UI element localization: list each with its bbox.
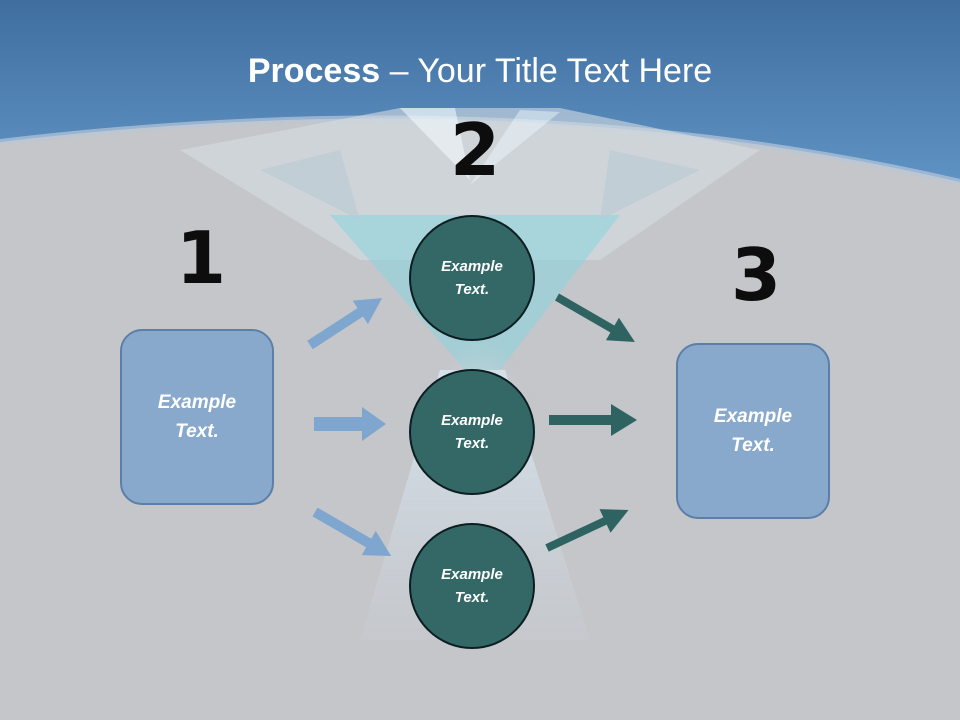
right-box: Example Text. <box>676 343 830 519</box>
circle-top-text: Example Text. <box>441 258 503 298</box>
arrow-right-mid <box>549 404 637 436</box>
circle-middle-text: Example Text. <box>441 412 503 452</box>
left-box-text: Example Text. <box>157 392 237 442</box>
circle-middle: Example Text. <box>409 369 535 495</box>
diamond-crown <box>180 108 760 260</box>
step-number-2: 2 <box>450 108 501 192</box>
arrow-right-up <box>545 509 629 552</box>
arrows-left <box>307 298 392 556</box>
arrow-left-down <box>312 507 392 556</box>
arrow-left-up <box>307 298 383 350</box>
circle-top: Example Text. <box>409 215 535 341</box>
slide-title: Process – Your Title Text Here <box>0 52 960 91</box>
arrows-right <box>545 293 637 552</box>
diamond-facet-d <box>600 150 700 220</box>
diamond-facet-a <box>400 108 470 180</box>
circle-bottom: Example Text. <box>409 523 535 649</box>
circle-bottom-text: Example Text. <box>441 566 503 606</box>
arrow-right-down <box>555 293 635 342</box>
title-bold: Process <box>247 52 381 90</box>
diamond-facet-b <box>470 110 560 185</box>
step-number-1: 1 <box>176 216 227 300</box>
step-number-3: 3 <box>731 233 782 317</box>
title-rest: – Your Title Text Here <box>380 52 713 90</box>
left-box: Example Text. <box>120 329 274 505</box>
diamond-facet-c <box>260 150 360 220</box>
right-box-text: Example Text. <box>713 406 793 456</box>
arrow-left-mid <box>314 407 386 441</box>
